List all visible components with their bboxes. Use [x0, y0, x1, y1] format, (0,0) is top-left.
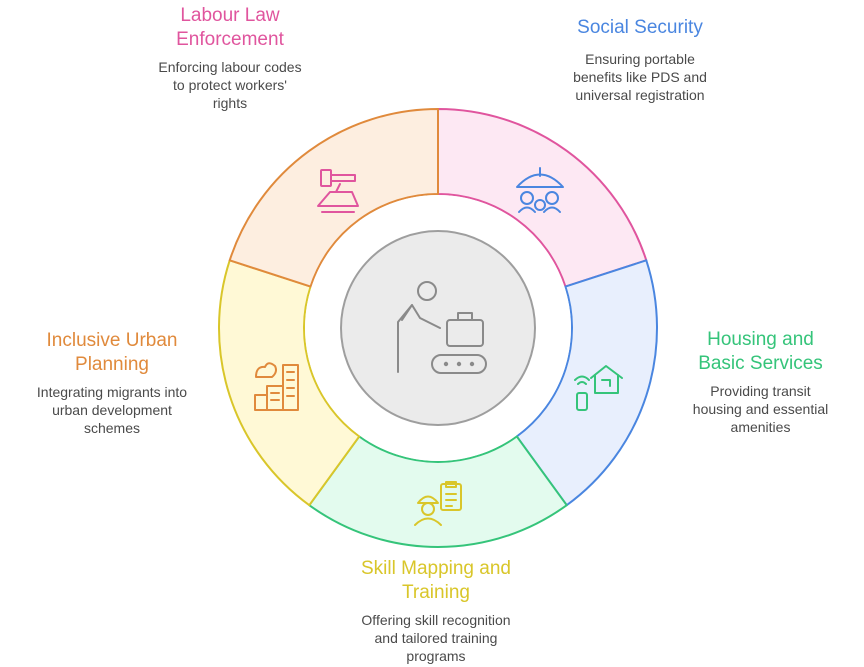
skill-title-line-2: Training [402, 582, 470, 603]
housing-title-line-1: Housing and [707, 329, 814, 350]
label-labour: Labour Law Enforcement Enforcing labour … [125, 4, 335, 112]
skill-description: Offering skill recognition and tailored … [361, 612, 511, 664]
ring-segment-skill [218, 259, 361, 507]
housing-title-line-2: Basic Services [698, 353, 823, 374]
ring-segment-labour [437, 108, 648, 288]
gavel-icon [317, 169, 359, 213]
urban-description: Integrating migrants into urban developm… [36, 384, 188, 436]
smart-home-icon [574, 365, 623, 411]
label-urban: Inclusive Urban Planning Integrating mig… [6, 329, 218, 437]
worker-conveyor-icon [397, 281, 487, 374]
ring-segment-urban [228, 108, 439, 288]
label-skill: Skill Mapping and Training Offering skil… [320, 557, 552, 665]
skill-title: Skill Mapping and Training [320, 557, 552, 605]
social-title: Social Security [535, 16, 745, 40]
label-housing: Housing and Basic Services Providing tra… [658, 328, 863, 436]
worker-checklist-icon [414, 481, 462, 526]
skill-title-line-1: Skill Mapping and [361, 558, 511, 579]
labour-title-line-2: Enforcement [176, 29, 284, 50]
social-description: Ensuring portable benefits like PDS and … [573, 51, 707, 103]
labour-title: Labour Law Enforcement [125, 4, 335, 52]
social-title-line-1: Social Security [577, 17, 703, 38]
ring-segment-housing [308, 435, 568, 548]
urban-title: Inclusive Urban Planning [6, 329, 218, 377]
labour-description: Enforcing labour codes to protect worker… [158, 59, 302, 111]
housing-title: Housing and Basic Services [658, 328, 863, 376]
housing-description: Providing transit housing and essential … [692, 383, 829, 435]
umbrella-family-icon [516, 167, 564, 213]
urban-title-line-1: Inclusive Urban [46, 330, 178, 351]
ring-segment-social [515, 259, 658, 507]
center-hub [340, 230, 536, 426]
label-social: Social Security Ensuring portable benefi… [535, 16, 745, 104]
urban-title-line-2: Planning [75, 354, 149, 375]
city-buildings-icon [254, 362, 299, 411]
labour-title-line-1: Labour Law [180, 5, 280, 26]
